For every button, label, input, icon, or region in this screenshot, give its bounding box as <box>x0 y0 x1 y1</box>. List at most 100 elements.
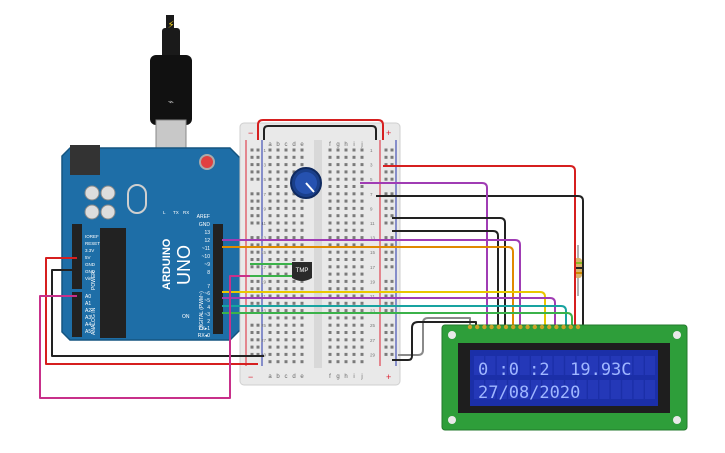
arduino-led-label: TX <box>173 210 179 215</box>
bb-col-label-top: c <box>285 142 288 148</box>
arduino-pin-label: 12 <box>204 238 210 244</box>
bb-row-number: 27 <box>261 338 267 343</box>
analog-header <box>72 292 82 337</box>
bb-col-label-top: d <box>292 142 295 148</box>
arduino-pin-label: GND <box>199 222 211 228</box>
arduino-pin-label: 13 <box>204 230 210 236</box>
bb-row-number: 7 <box>370 192 373 197</box>
arduino-model: UNO <box>174 245 194 285</box>
bb-row-number: 29 <box>370 352 376 357</box>
top-right-plus: + <box>386 128 391 138</box>
bb-row-number: 25 <box>370 323 376 328</box>
digital-label: DIGITAL (PWM~) <box>199 291 205 330</box>
wire-magenta-a0 <box>39 275 250 399</box>
bb-col-label-top: i <box>353 142 354 148</box>
wire-black-lcd-gnd <box>376 195 584 325</box>
bb-row-number: 15 <box>261 250 267 255</box>
arduino-led-label: L <box>163 210 166 215</box>
bb-col-label-top: j <box>360 142 362 148</box>
arduino-pin-label: ~11 <box>202 246 210 252</box>
bb-row-number: 11 <box>261 221 266 226</box>
bb-row-number: 11 <box>370 221 375 226</box>
bottom-right-plus: + <box>386 372 391 382</box>
bb-row-number: 27 <box>370 338 376 343</box>
arduino-led-label: RX <box>183 210 189 215</box>
bb-col-label-bottom: g <box>336 374 339 380</box>
crystal <box>127 184 147 214</box>
arduino-pin-label: ~6 <box>204 291 210 297</box>
bb-row-number: 15 <box>370 250 376 255</box>
usb-cable: ⌁ ⚡ <box>150 15 192 161</box>
arduino-pin-label: 8 <box>207 270 210 276</box>
power-header <box>72 224 82 289</box>
wire-green-d2 <box>222 312 573 325</box>
digital-header <box>213 224 223 334</box>
arduino-pin-label: 7 <box>207 284 210 290</box>
bb-row-number: 13 <box>370 236 376 241</box>
arduino-pin-label: ~10 <box>202 254 211 260</box>
bb-col-label-bottom: e <box>300 374 304 380</box>
top-left-minus: − <box>248 128 253 138</box>
wire-red-lcd-vcc <box>383 165 576 325</box>
bb-row-number: 9 <box>370 206 373 211</box>
bb-row-number: 29 <box>261 352 267 357</box>
reset-button[interactable] <box>199 154 215 170</box>
arduino-pin-label: TX▸1 <box>198 326 210 332</box>
atmega-chip <box>100 228 126 338</box>
arduino-pin-label: ~9 <box>204 262 210 268</box>
wire-black-gnd <box>51 269 264 357</box>
bb-row-number: 17 <box>370 265 376 270</box>
bb-row-number: 21 <box>261 294 267 299</box>
bb-col-label-top: f <box>329 142 331 148</box>
arduino-power-pin-label: GND <box>85 269 96 274</box>
arduino-pin-label: ~3 <box>204 312 210 318</box>
usb-icon: ⌁ <box>168 97 174 108</box>
lcd-line-1: 0 :0 :2 19.93C <box>478 360 632 380</box>
bb-row-number: 19 <box>370 279 376 284</box>
bb-col-label-bottom: c <box>285 374 288 380</box>
bb-row-number: 1 <box>263 148 266 153</box>
bb-row-number: 5 <box>263 177 266 182</box>
arduino-analog-pin-label: A2 <box>85 308 91 314</box>
bb-row-number: 19 <box>261 279 267 284</box>
wire-teal-d3 <box>222 305 567 325</box>
bb-col-label-top: b <box>276 142 280 148</box>
wire-red-5v <box>45 257 258 365</box>
bb-row-number: 1 <box>370 148 373 153</box>
bb-col-label-top: h <box>344 142 347 148</box>
power-label: POWER <box>91 271 97 290</box>
bb-col-label-bottom: h <box>344 374 347 380</box>
bb-col-label-bottom: i <box>353 374 354 380</box>
bb-col-label-bottom: b <box>276 374 280 380</box>
potentiometer[interactable] <box>290 167 322 199</box>
wire-purple-pot <box>360 182 488 325</box>
bottom-left-minus: − <box>248 372 253 382</box>
bb-col-label-bottom: j <box>360 374 362 380</box>
lightning-icon: ⚡ <box>167 20 174 31</box>
wire-purple-d4 <box>222 297 556 325</box>
bb-row-number: 5 <box>370 177 373 182</box>
bb-row-number: 7 <box>263 192 266 197</box>
on-led-label: ON <box>182 314 190 320</box>
wire-red-top-arc <box>257 119 384 140</box>
arduino-analog-pin-label: A5 <box>85 329 91 335</box>
wire-black-top-arc <box>263 125 377 140</box>
arduino-power-pin-label: Vin <box>85 276 92 281</box>
bb-row-number: 13 <box>261 236 267 241</box>
arduino-analog-pin-label: A0 <box>85 294 91 300</box>
analog-label: ANALOG IN <box>91 307 97 335</box>
bb-col-label-bottom: a <box>268 374 272 380</box>
bb-row-number: 3 <box>370 163 373 168</box>
arduino-power-pin-label: IOREF <box>85 234 99 239</box>
bb-row-number: 23 <box>261 309 267 314</box>
arduino-power-pin-label: RESET <box>85 241 100 246</box>
bb-row-number: 17 <box>261 265 267 270</box>
bb-row-number: 9 <box>263 206 266 211</box>
wire-yellow-d5 <box>222 291 546 325</box>
arduino-power-pin-label: 5V <box>85 255 91 260</box>
arduino-analog-pin-label: A4 <box>85 322 91 328</box>
arduino-power-pin-label: 3.3V <box>85 248 94 253</box>
bb-col-label-top: e <box>300 142 304 148</box>
